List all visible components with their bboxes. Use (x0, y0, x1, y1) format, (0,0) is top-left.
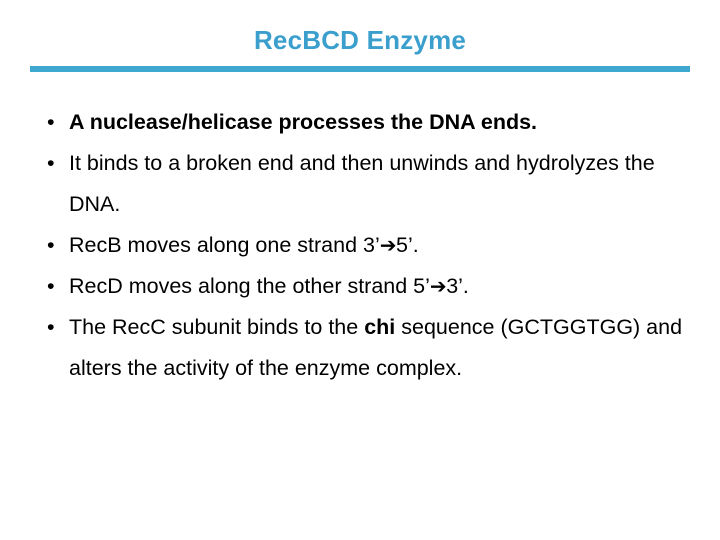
slide-body: • A nuclease/helicase processes the DNA … (38, 102, 693, 389)
list-item: • RecB moves along one strand 3’➔5’. (38, 225, 693, 266)
bullet-text-recc-chi: The RecC subunit binds to the chi sequen… (69, 307, 693, 389)
bullet-text-recc-suffix: sequence (GCTGGTGG) and alters the activ… (69, 315, 683, 380)
bullet-text-nuclease-helicase: A nuclease/helicase processes the DNA en… (69, 110, 538, 134)
bullet-text-recd-strand: RecD moves along the other strand 5’➔3’. (69, 266, 693, 307)
list-item: • RecD moves along the other strand 5’➔3… (38, 266, 693, 307)
title-divider (30, 66, 690, 72)
list-item: • A nuclease/helicase processes the DNA … (38, 102, 693, 143)
page-title: RecBCD Enzyme (253, 25, 467, 55)
bullet-icon: • (47, 151, 55, 175)
bullet-text-recd-suffix: 3’. (446, 274, 469, 298)
bullet-icon: • (47, 315, 55, 339)
bullet-icon: • (47, 110, 55, 134)
list-item: • It binds to a broken end and then unwi… (38, 143, 693, 225)
bullet-text-binds-unwinds: It binds to a broken end and then unwind… (69, 151, 655, 216)
right-arrow-icon: ➔ (379, 233, 397, 257)
bullet-text-recb-prefix: RecB moves along one strand 3’ (69, 233, 380, 257)
list-item: • The RecC subunit binds to the chi sequ… (38, 307, 693, 389)
bullet-icon: • (47, 274, 55, 298)
right-arrow-icon: ➔ (429, 274, 447, 298)
bullet-list: • A nuclease/helicase processes the DNA … (38, 102, 693, 389)
chi-emphasis: chi (364, 315, 396, 339)
bullet-text-recb-strand: RecB moves along one strand 3’➔5’. (69, 225, 693, 266)
bullet-text-recc-prefix: The RecC subunit binds to the (69, 315, 365, 339)
bullet-text-recd-prefix: RecD moves along the other strand 5’ (69, 274, 430, 298)
bullet-text-recb-suffix: 5’. (396, 233, 419, 257)
bullet-icon: • (47, 233, 55, 257)
